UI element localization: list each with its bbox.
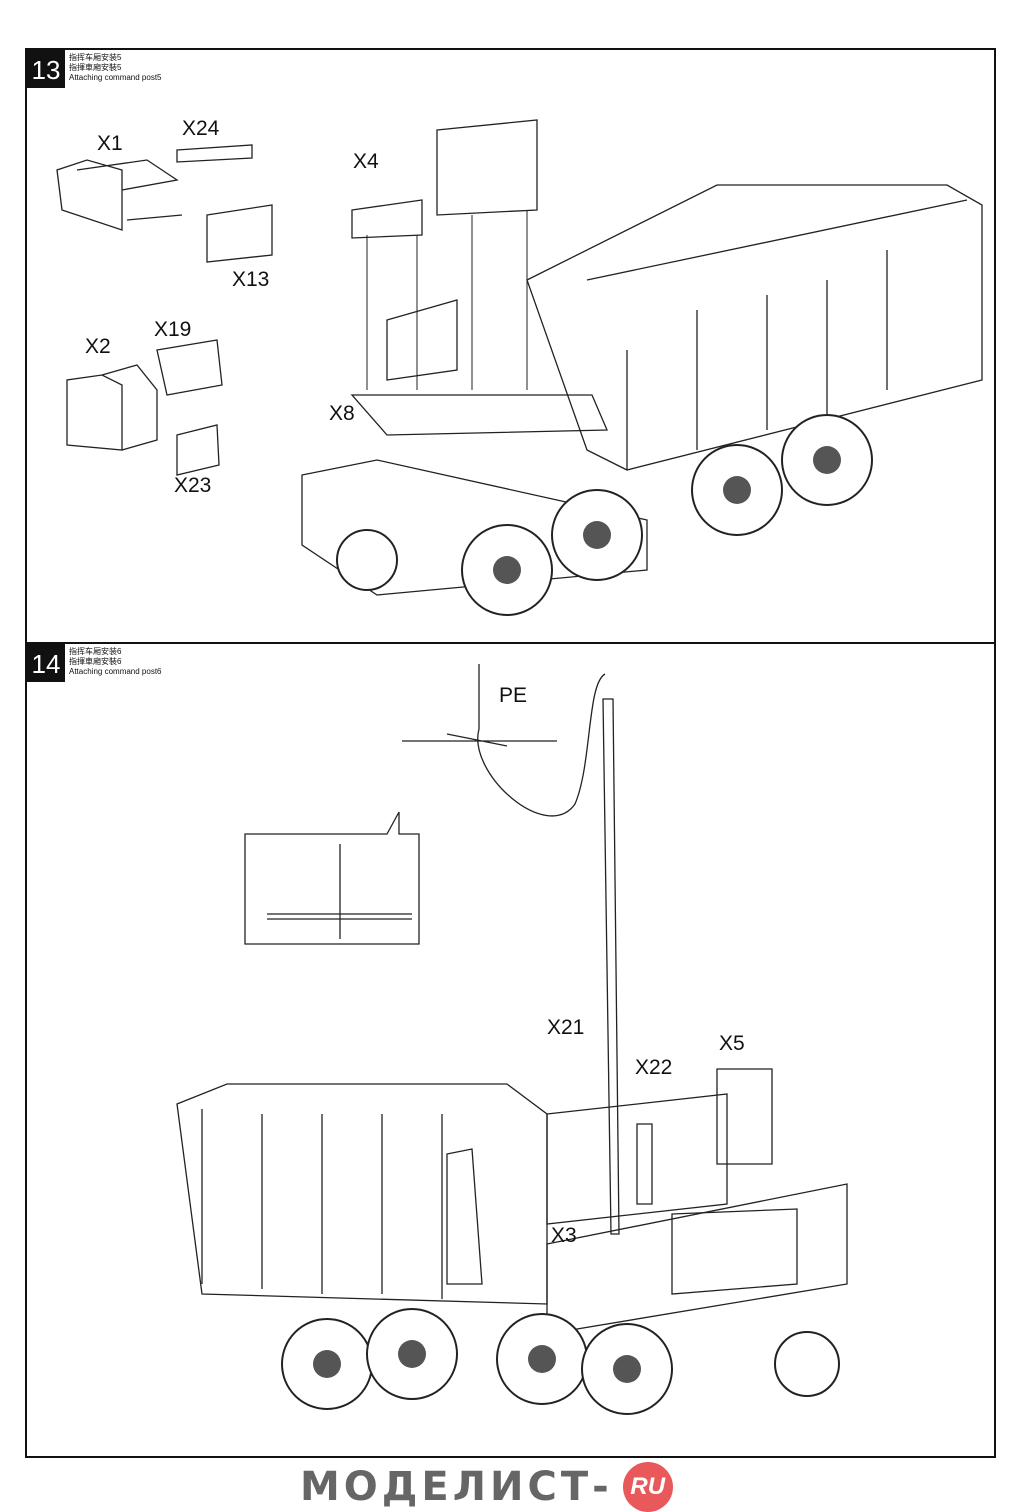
part-label-pe: PE — [499, 684, 528, 707]
step-14-panel: 14 指挥车厢安装6 指揮車廂安裝6 Attaching command pos… — [25, 642, 996, 1458]
part-label-x21: X21 — [547, 1016, 585, 1039]
step-title-en: Attaching command post6 — [69, 667, 162, 676]
part-label-x5: X5 — [719, 1032, 745, 1055]
part-label-x8: X8 — [329, 402, 355, 425]
step-title-cn-trad: 指揮車廂安裝6 — [69, 657, 122, 666]
step-title-en: Attaching command post5 — [69, 73, 162, 82]
step-title-cn: 指挥车厢安装6 — [69, 647, 122, 656]
step-title-cn-trad: 指揮車廂安裝5 — [69, 63, 122, 72]
part-label-x2: X2 — [85, 335, 111, 358]
watermark-text: МОДЕЛИСТ- — [300, 1464, 613, 1510]
watermark-badge: RU — [622, 1462, 673, 1512]
step-title-cn: 指挥车厢安装5 — [69, 53, 122, 62]
part-label-x3: X3 — [551, 1224, 577, 1247]
part-label-x1: X1 — [97, 132, 123, 155]
part-label-x22: X22 — [635, 1056, 673, 1079]
part-label-x19: X19 — [154, 318, 192, 341]
step-title: 指挥车厢安装5 指揮車廂安裝5 Attaching command post5 — [69, 53, 162, 83]
step-number: 14 — [27, 644, 65, 682]
step-number: 13 — [27, 50, 65, 88]
part-label-x24: X24 — [182, 117, 220, 140]
step-title: 指挥车厢安装6 指揮車廂安裝6 Attaching command post6 — [69, 647, 162, 677]
part-label-x4: X4 — [353, 150, 379, 173]
truck-antenna-drawing — [176, 664, 848, 1415]
truck-assembly-drawing — [56, 119, 983, 616]
watermark: МОДЕЛИСТ- RU — [300, 1462, 673, 1512]
part-label-x13: X13 — [232, 268, 270, 291]
step-13-panel: 13 指挥车厢安装5 指揮車廂安裝5 Attaching command pos… — [25, 48, 996, 644]
part-label-x23: X23 — [174, 474, 212, 497]
